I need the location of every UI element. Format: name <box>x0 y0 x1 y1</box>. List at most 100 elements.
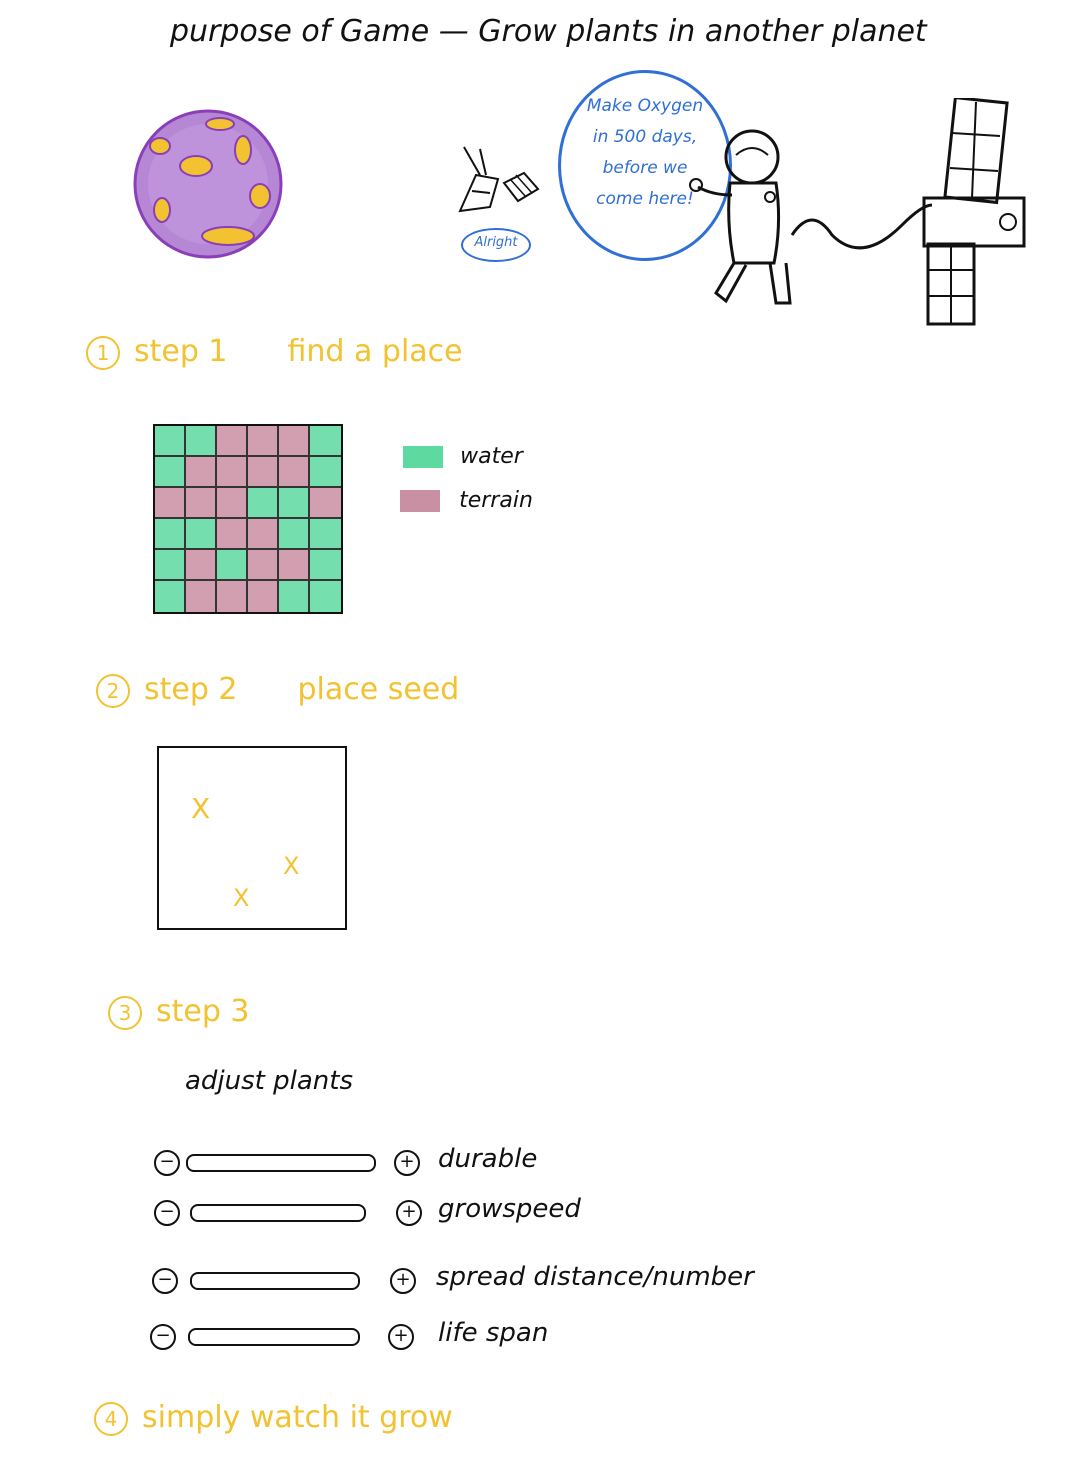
map-cell-terrain[interactable] <box>186 457 217 488</box>
slider-label-growspeed: growspeed <box>438 1194 581 1224</box>
step-2-label: step 2 <box>144 672 238 707</box>
seed-mark[interactable]: X <box>191 792 211 825</box>
reply-text: Alright <box>474 235 518 250</box>
plus-icon[interactable]: + <box>396 1200 422 1226</box>
map-cell-terrain[interactable] <box>310 488 341 519</box>
step-1-number-icon: 1 <box>86 335 120 370</box>
map-cell-terrain[interactable] <box>186 581 217 612</box>
speech-line-1: Make Oxygen <box>586 96 704 116</box>
planet-illustration <box>133 109 283 259</box>
astronaut-illustration <box>689 129 792 305</box>
planet-spot <box>205 117 235 131</box>
terrain-map-grid[interactable] <box>153 424 343 614</box>
map-cell-terrain[interactable] <box>217 488 248 519</box>
map-cell-water[interactable] <box>155 550 186 581</box>
page-title: purpose of Game — Grow plants in another… <box>170 14 927 49</box>
speech-line-2: in 500 days, <box>592 127 698 147</box>
map-cell-water[interactable] <box>310 519 341 550</box>
map-cell-water[interactable] <box>279 519 310 550</box>
durable-slider-track[interactable] <box>186 1154 376 1172</box>
planet-spot <box>149 137 171 155</box>
step-1-heading: 1 step 1 find a place <box>86 334 463 370</box>
planet-spot <box>201 226 255 246</box>
map-cell-water[interactable] <box>155 581 186 612</box>
tether-line <box>790 203 933 250</box>
map-cell-water[interactable] <box>186 426 217 457</box>
slider-spread: − + spread distance/number <box>150 1260 770 1300</box>
step-1-label: step 1 <box>134 334 228 369</box>
plus-icon[interactable]: + <box>394 1150 420 1176</box>
map-cell-terrain[interactable] <box>217 581 248 612</box>
water-swatch <box>403 445 443 468</box>
map-cell-terrain[interactable] <box>279 550 310 581</box>
step-2-heading: 2 step 2 place seed <box>96 672 459 708</box>
map-cell-water[interactable] <box>155 426 186 457</box>
map-cell-water[interactable] <box>186 519 217 550</box>
seed-mark[interactable]: X <box>283 852 300 880</box>
life-span-slider-track[interactable] <box>188 1328 360 1346</box>
legend-terrain: terrain <box>400 488 533 513</box>
map-cell-terrain[interactable] <box>248 457 279 488</box>
map-cell-water[interactable] <box>310 550 341 581</box>
map-cell-water[interactable] <box>310 581 341 612</box>
map-cell-water[interactable] <box>279 488 310 519</box>
step-4-heading: 4 simply watch it grow <box>94 1400 453 1436</box>
minus-icon[interactable]: − <box>154 1200 180 1226</box>
slider-label-durable: durable <box>438 1144 538 1174</box>
map-cell-terrain[interactable] <box>248 550 279 581</box>
speech-bubble: Make Oxygen in 500 days, before we come … <box>558 70 732 261</box>
legend-label-terrain: terrain <box>459 488 533 513</box>
legend-water: water <box>403 444 523 469</box>
planet-spot <box>249 183 271 209</box>
slider-label-spread: spread distance/number <box>436 1262 754 1292</box>
step-3-label: step 3 <box>156 994 250 1029</box>
space-station-illustration <box>922 98 1026 326</box>
map-cell-terrain[interactable] <box>186 488 217 519</box>
slider-growspeed: − + growspeed <box>150 1192 750 1232</box>
map-cell-water[interactable] <box>248 488 279 519</box>
step-2-description: place seed <box>297 672 460 707</box>
plus-icon[interactable]: + <box>388 1324 414 1350</box>
map-cell-water[interactable] <box>310 457 341 488</box>
map-cell-terrain[interactable] <box>217 519 248 550</box>
planet-spot <box>234 135 252 165</box>
step-3-number-icon: 3 <box>108 995 142 1030</box>
step-3-subtitle: adjust plants <box>185 1066 354 1096</box>
reply-bubble: Alright <box>461 228 531 262</box>
map-cell-water[interactable] <box>155 457 186 488</box>
map-cell-terrain[interactable] <box>248 519 279 550</box>
step-1-description: find a place <box>287 334 463 369</box>
map-cell-water[interactable] <box>217 550 248 581</box>
plus-icon[interactable]: + <box>390 1268 416 1294</box>
map-cell-terrain[interactable] <box>217 426 248 457</box>
step-4-label: simply watch it grow <box>142 1400 453 1435</box>
map-cell-terrain[interactable] <box>155 488 186 519</box>
terrain-swatch <box>400 489 440 512</box>
growspeed-slider-track[interactable] <box>190 1204 366 1222</box>
lander-illustration <box>458 146 540 213</box>
map-cell-terrain[interactable] <box>186 550 217 581</box>
planet-spot <box>179 155 213 177</box>
map-cell-terrain[interactable] <box>279 457 310 488</box>
planet-spot <box>153 197 171 223</box>
map-cell-water[interactable] <box>310 426 341 457</box>
seed-mark[interactable]: X <box>233 884 250 912</box>
slider-life-span: − + life span <box>150 1316 750 1356</box>
map-cell-terrain[interactable] <box>248 581 279 612</box>
map-cell-terrain[interactable] <box>217 457 248 488</box>
map-cell-terrain[interactable] <box>248 426 279 457</box>
slider-label-life-span: life span <box>438 1318 549 1348</box>
map-cell-terrain[interactable] <box>279 426 310 457</box>
seed-placement-area[interactable]: X X X <box>157 746 347 930</box>
step-3-heading: 3 step 3 <box>108 994 250 1030</box>
map-cell-water[interactable] <box>279 581 310 612</box>
minus-icon[interactable]: − <box>154 1150 180 1176</box>
spread-slider-track[interactable] <box>190 1272 360 1290</box>
step-2-number-icon: 2 <box>96 673 130 708</box>
slider-durable: − + durable <box>150 1142 750 1182</box>
legend-label-water: water <box>460 444 523 469</box>
step-4-number-icon: 4 <box>94 1401 128 1436</box>
minus-icon[interactable]: − <box>150 1324 176 1350</box>
minus-icon[interactable]: − <box>152 1268 178 1294</box>
map-cell-water[interactable] <box>155 519 186 550</box>
